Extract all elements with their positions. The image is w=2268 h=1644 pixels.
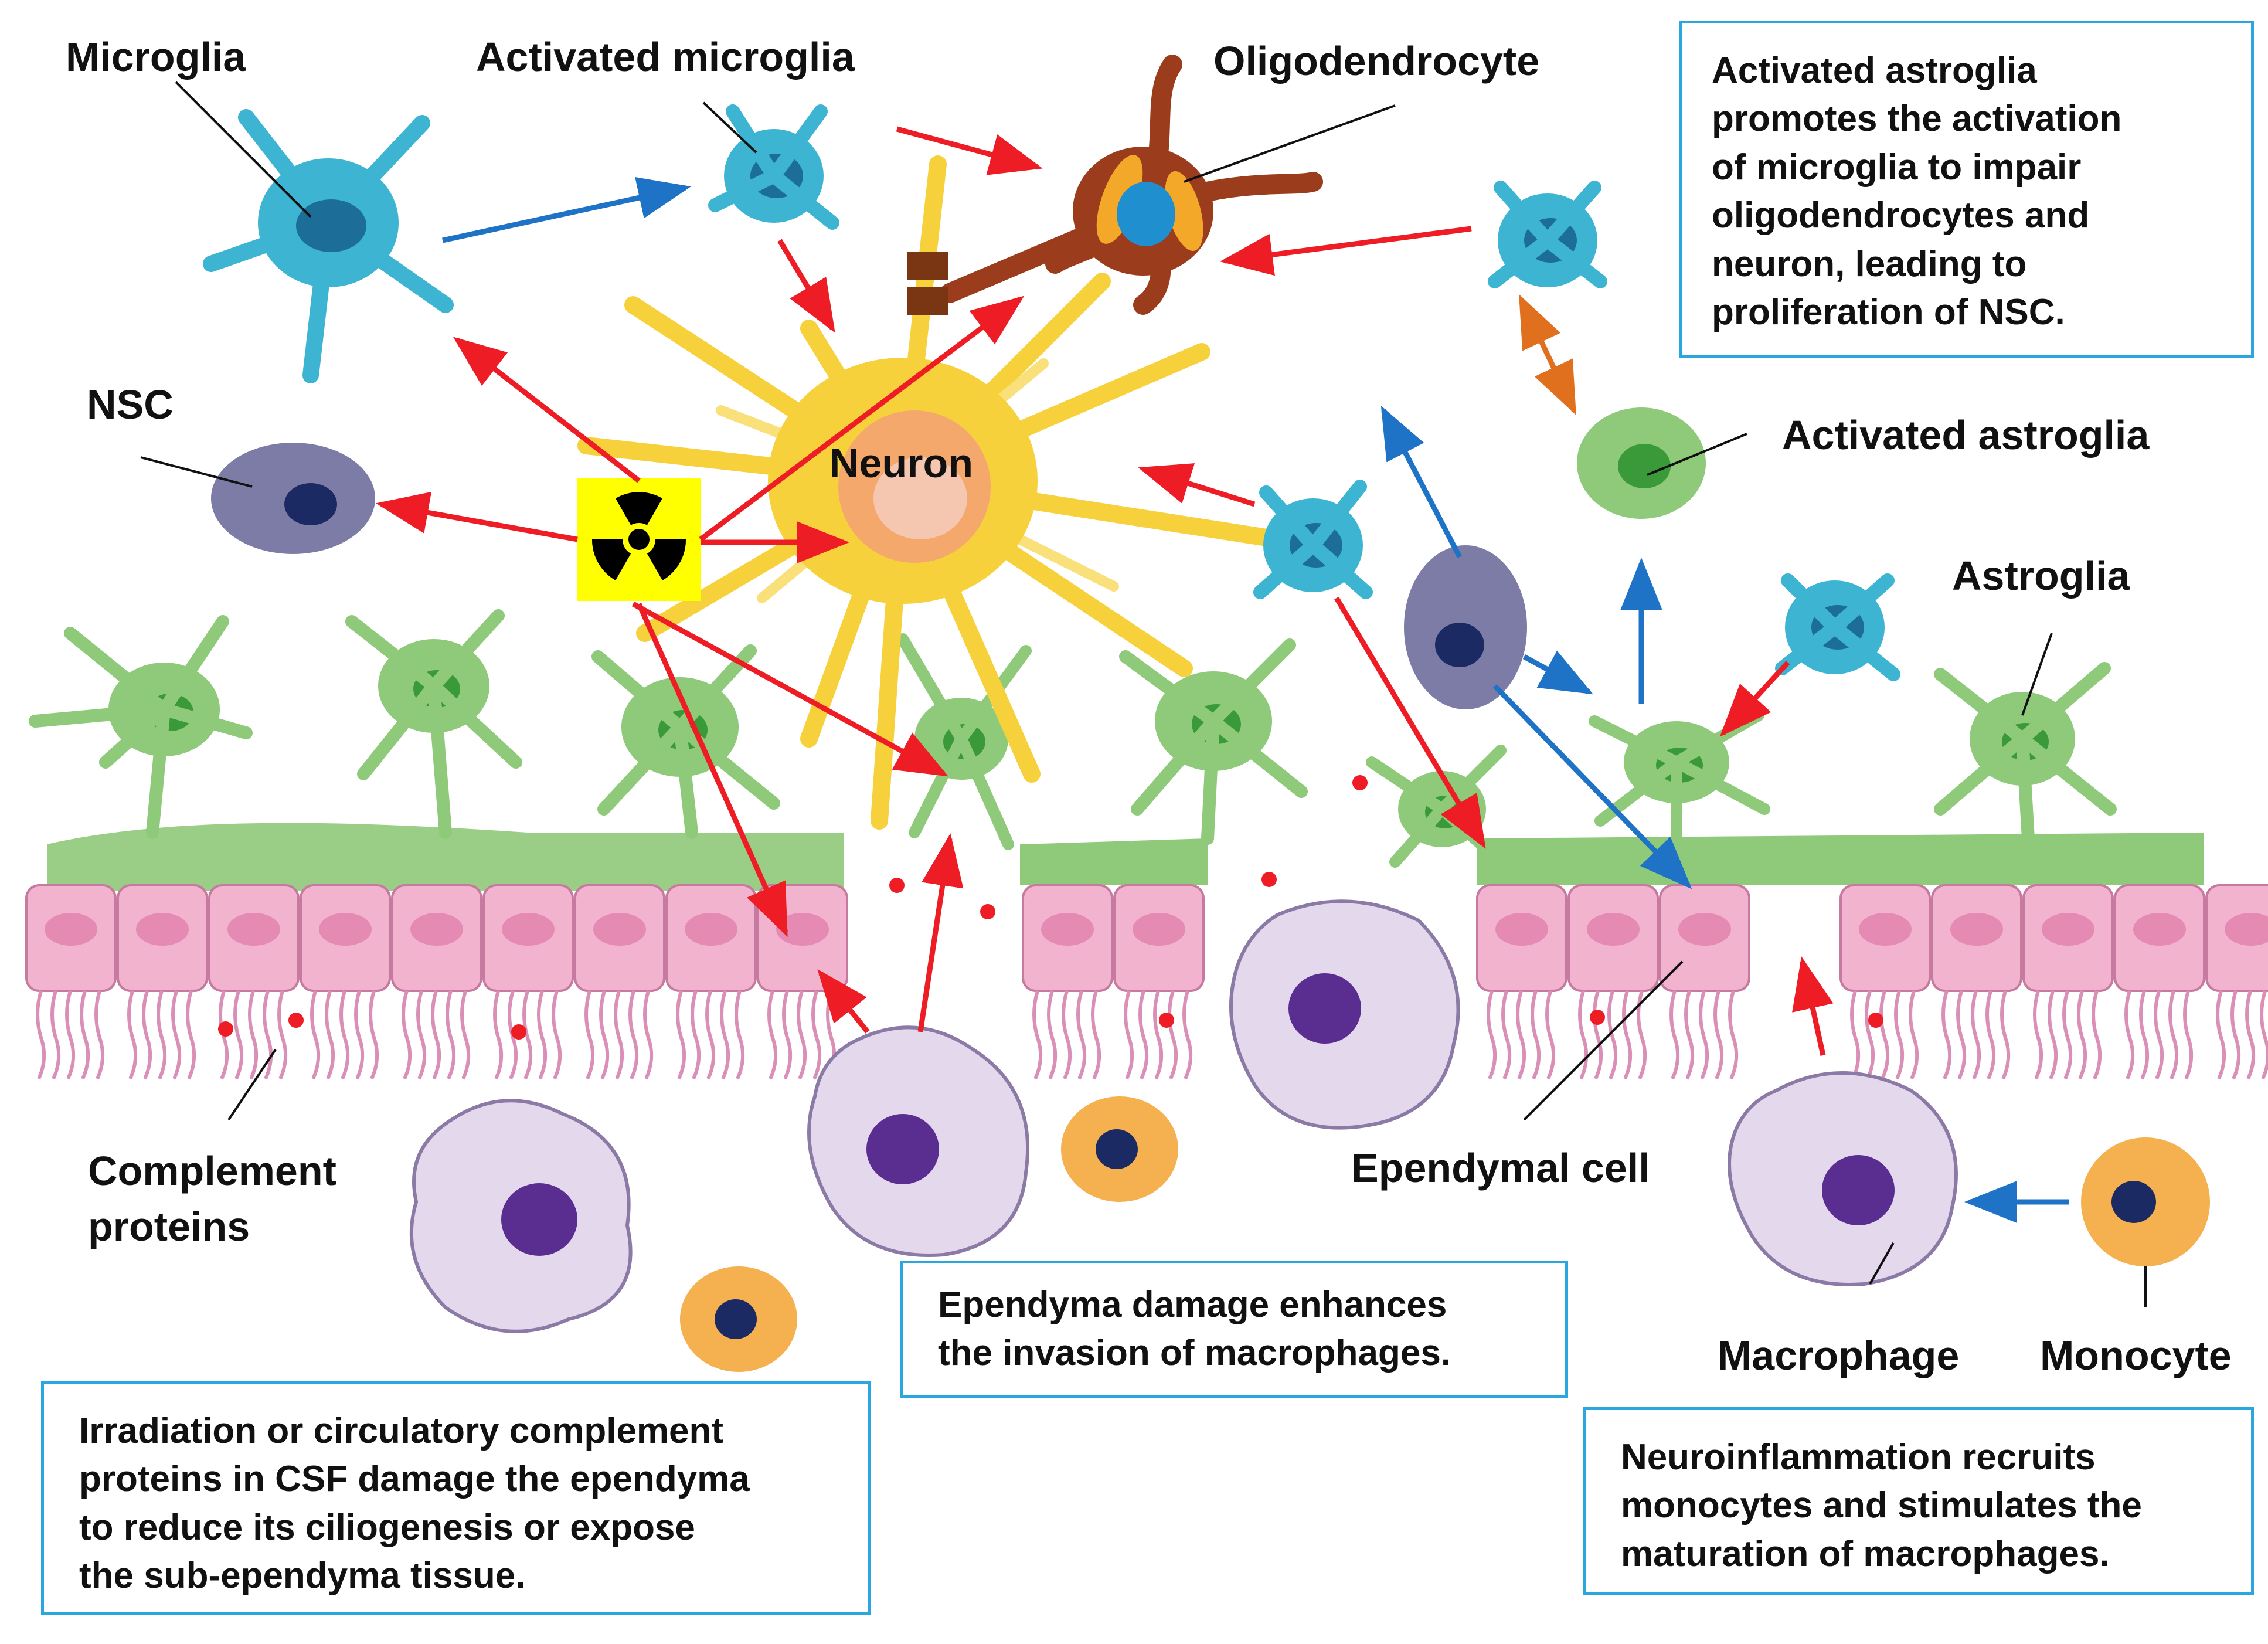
note-activated-astroglia: Activated astroglia promotes the activat… [1679, 21, 2254, 358]
macrophage-cell [1229, 899, 1460, 1130]
astrocyte [1934, 662, 2117, 845]
note-line: oligodendrocytes and [1712, 195, 2090, 236]
ependymal-cell [665, 884, 757, 1080]
note-line: Ependyma damage enhances [938, 1285, 1447, 1325]
ependymal-cell [482, 884, 574, 1080]
microglia-cell [203, 109, 454, 383]
macrophage-cell [807, 1025, 1030, 1257]
astrocyte [345, 609, 522, 839]
ependymal-layer [25, 884, 2268, 1080]
ependymal-cell [25, 884, 117, 1080]
astrocyte [897, 633, 1032, 850]
ependymal-cell [1113, 884, 1205, 1080]
astrocyte [29, 615, 253, 839]
note-line: to reduce its ciliogenesis or expose [79, 1507, 695, 1548]
red-arrows [376, 126, 1834, 1056]
complement-proteins [218, 775, 1883, 1040]
ependymal-cell [1476, 884, 1567, 1080]
ependymal-cell [757, 884, 848, 1080]
label-activated-microglia: Activated microglia [476, 34, 855, 80]
ependymal-cell [1567, 884, 1659, 1080]
radiation-trefoil-icon [577, 478, 701, 601]
note-ependyma-damage: Ependyma damage enhances the invasion of… [900, 1261, 1568, 1398]
activated-microglia-cell [1775, 573, 1900, 681]
label-proteins-line: proteins [88, 1203, 250, 1249]
activated-microglia-cell [1488, 181, 1607, 288]
oligodendrocyte-cell [907, 55, 1323, 315]
astrocyte [591, 644, 780, 839]
macrophage-cell [409, 1099, 633, 1333]
ependymal-cell [208, 884, 300, 1080]
note-line: Activated astroglia [1712, 50, 2037, 91]
blue-arrows [442, 176, 2069, 1223]
ependymal-cell [117, 884, 208, 1080]
note-line: the sub-ependyma tissue. [79, 1555, 526, 1597]
ependymal-cell [300, 884, 391, 1080]
label-macrophage: Macrophage [1718, 1333, 1960, 1378]
label-neuron: Neuron [829, 440, 973, 486]
note-line: neuron, leading to [1712, 243, 2027, 284]
label-complement-proteins: Complement proteins [88, 1143, 336, 1254]
nsc-cell [1404, 545, 1527, 709]
note-line: maturation of macrophages. [1621, 1533, 2110, 1574]
ependymal-cell [1659, 884, 1750, 1080]
leader-lines [140, 81, 2147, 1307]
ependymal-cell [2205, 884, 2268, 1080]
monocyte-cell [1061, 1096, 1178, 1202]
note-irradiation: Irradiation or circulatory complement pr… [41, 1381, 871, 1615]
nsc-cell [211, 443, 375, 554]
ependymal-cell [1931, 884, 2022, 1080]
note-neuroinflammation: Neuroinflammation recruits monocytes and… [1583, 1407, 2254, 1595]
label-astroglia: Astroglia [1952, 553, 2130, 599]
label-nsc: NSC [87, 382, 174, 427]
orange-double-arrow [1518, 294, 1577, 416]
note-line: Irradiation or circulatory complement [79, 1411, 724, 1451]
note-line: promotes the activation [1712, 98, 2122, 140]
note-line: of microglia to impair [1712, 147, 2082, 188]
label-monocyte: Monocyte [2040, 1333, 2232, 1378]
label-activated-astroglia: Activated astroglia [1782, 412, 2150, 458]
label-microglia: Microglia [66, 34, 246, 80]
astrocyte [1119, 638, 1308, 845]
ependymal-cell [1839, 884, 1931, 1080]
note-line: the invasion of macrophages. [938, 1333, 1451, 1374]
ependymal-cell [574, 884, 665, 1080]
label-ependymal-cell: Ependymal cell [1351, 1145, 1650, 1191]
ependymal-cell [1022, 884, 1113, 1080]
macrophage-cell [1728, 1071, 1958, 1286]
ependymal-cell [2022, 884, 2114, 1080]
monocyte-cell [680, 1266, 797, 1372]
activated-microglia-cell [708, 104, 839, 230]
ependymal-cell [2114, 884, 2205, 1080]
note-line: monocytes and stimulates the [1621, 1485, 2142, 1526]
activated-microglia-cell [1253, 480, 1373, 599]
astrocyte [1589, 709, 1770, 850]
ependymal-cell [391, 884, 482, 1080]
monocyte-cell [2081, 1137, 2210, 1266]
note-line: Neuroinflammation recruits [1621, 1437, 2096, 1477]
note-line: proliferation of NSC. [1712, 292, 2065, 333]
label-complement-line: Complement [88, 1148, 336, 1194]
note-line: proteins in CSF damage the ependyma [79, 1459, 750, 1500]
activated-astroglia-cell [1577, 407, 1706, 519]
label-oligodendrocyte: Oligodendrocyte [1213, 38, 1540, 84]
